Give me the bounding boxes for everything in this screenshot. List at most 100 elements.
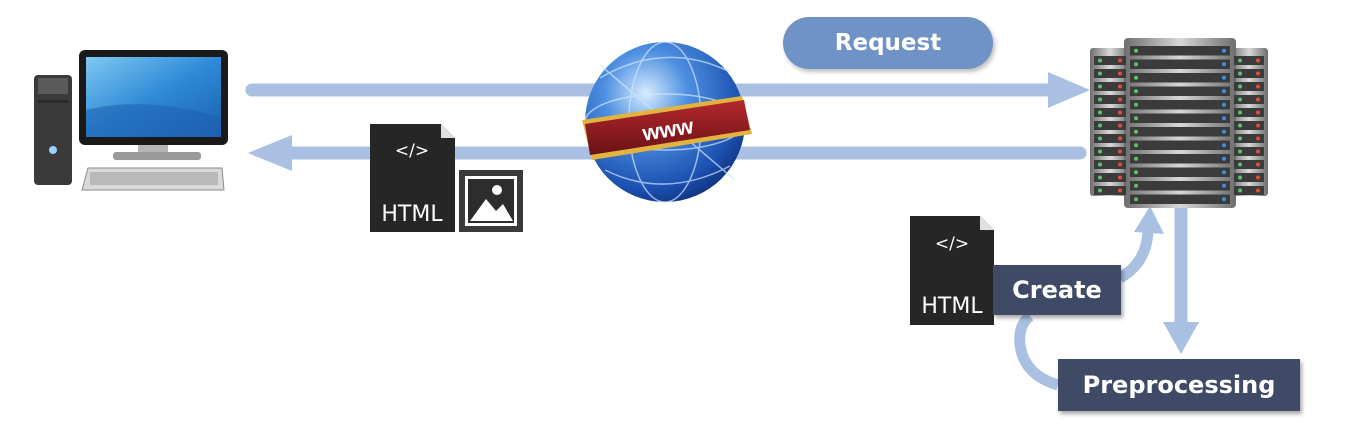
server-slot (1234, 82, 1264, 91)
server-led (1222, 62, 1226, 67)
server-led (1118, 58, 1122, 63)
create-label: Create (993, 265, 1121, 315)
server-slot (1234, 186, 1264, 195)
html-document-icon: </> HTML (370, 124, 455, 232)
server-slot (1094, 147, 1126, 156)
server-led (1222, 116, 1226, 121)
server-led (1134, 89, 1138, 94)
server-led (1222, 48, 1226, 53)
server-slot (1234, 147, 1264, 156)
server-rack-icon (1090, 38, 1268, 208)
server-led (1256, 162, 1260, 167)
server-slot (1094, 69, 1126, 78)
doc-code-glyph: </> (395, 141, 429, 161)
server-slot (1130, 194, 1230, 204)
server-slot (1130, 86, 1230, 96)
server-led (1222, 170, 1226, 175)
server-led (1256, 58, 1260, 63)
server-slot (1234, 69, 1264, 78)
server-led (1118, 123, 1122, 128)
server-led (1098, 188, 1102, 193)
server-led (1098, 110, 1102, 115)
server-led (1098, 162, 1102, 167)
server-led (1222, 143, 1226, 148)
server-led (1256, 136, 1260, 141)
server-led (1098, 149, 1102, 154)
server-led (1238, 84, 1242, 89)
server-led (1134, 183, 1138, 188)
server-slot (1130, 181, 1230, 191)
server-led (1118, 162, 1122, 167)
server-led (1222, 183, 1226, 188)
server-led (1134, 170, 1138, 175)
server-slot (1130, 73, 1230, 83)
server-slot (1130, 127, 1230, 137)
server-led (1238, 110, 1242, 115)
server-slot (1094, 160, 1126, 169)
server-slot (1130, 100, 1230, 110)
server-slot (1130, 154, 1230, 164)
server-led (1098, 97, 1102, 102)
server-slot (1234, 160, 1264, 169)
server-led (1134, 116, 1138, 121)
server-slot (1094, 134, 1126, 143)
desktop-computer-icon (34, 50, 228, 191)
create-to-server-arrow (1117, 206, 1164, 283)
server-slot (1234, 108, 1264, 117)
server-led (1118, 84, 1122, 89)
server-slot (1234, 173, 1264, 182)
server-led (1098, 84, 1102, 89)
server-led (1238, 149, 1242, 154)
server-slot (1094, 186, 1126, 195)
server-led (1118, 149, 1122, 154)
server-slot (1094, 82, 1126, 91)
server-led (1098, 71, 1102, 76)
server-slot (1094, 56, 1126, 65)
server-slot (1130, 140, 1230, 150)
server-slot (1094, 173, 1126, 182)
server-led (1118, 136, 1122, 141)
server-slot (1130, 113, 1230, 123)
preprocessing-to-create-arrow (1014, 311, 1060, 391)
doc-html-label: HTML (381, 202, 443, 227)
server-led (1238, 188, 1242, 193)
server-led (1134, 129, 1138, 134)
request-label: Request (783, 17, 993, 69)
server-led (1134, 48, 1138, 53)
server-slot (1094, 108, 1126, 117)
doc-html-label-right: HTML (921, 294, 983, 319)
server-led (1256, 97, 1260, 102)
server-led (1134, 197, 1138, 202)
server-slot (1234, 56, 1264, 65)
server-led (1238, 58, 1242, 63)
server-led (1256, 110, 1260, 115)
server-led (1256, 175, 1260, 180)
doc-code-glyph-right: </> (935, 234, 969, 254)
server-led (1098, 58, 1102, 63)
server-led (1222, 89, 1226, 94)
server-led (1118, 110, 1122, 115)
server-led (1118, 188, 1122, 193)
server-slot (1130, 167, 1230, 177)
server-led (1222, 129, 1226, 134)
server-led (1238, 162, 1242, 167)
server-led (1134, 143, 1138, 148)
server-led (1134, 102, 1138, 107)
server-led (1098, 123, 1102, 128)
server-led (1238, 136, 1242, 141)
server-slot (1130, 46, 1230, 56)
server-led (1238, 123, 1242, 128)
server-led (1238, 97, 1242, 102)
preprocessing-label: Preprocessing (1058, 359, 1300, 411)
server-led (1134, 156, 1138, 161)
server-slot (1094, 121, 1126, 130)
server-led (1256, 188, 1260, 193)
globe-www-icon: www (582, 41, 752, 203)
server-led (1238, 175, 1242, 180)
server-led (1256, 149, 1260, 154)
server-slot (1234, 134, 1264, 143)
server-led (1256, 71, 1260, 76)
server-slot (1130, 59, 1230, 69)
server-led (1134, 62, 1138, 67)
